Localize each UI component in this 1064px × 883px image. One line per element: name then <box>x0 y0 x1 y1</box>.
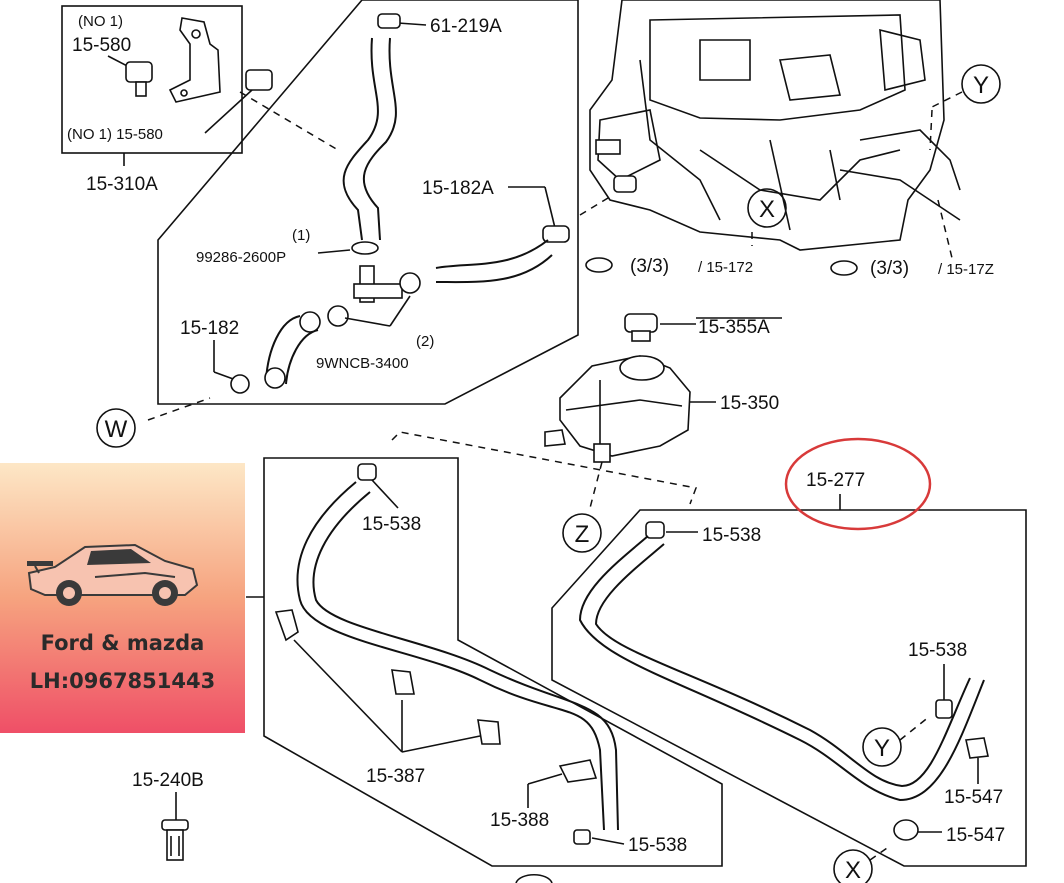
hose-assembly-box <box>157 0 579 405</box>
label-15-17Z: / 15-17Z <box>938 261 994 278</box>
reservoir-tank <box>544 355 691 463</box>
svg-text:Y: Y <box>874 735 890 762</box>
svg-text:W: W <box>105 416 128 443</box>
sports-car-logo <box>27 543 199 606</box>
label-15-547-a: 15-547 <box>944 787 1003 808</box>
upper-hose <box>342 37 379 241</box>
side-hose <box>435 239 549 269</box>
label-1: (1) <box>292 227 310 244</box>
sensor-part-left <box>125 61 153 97</box>
promo-banner: Ford & mazda LH:0967851443 <box>0 463 245 733</box>
svg-text:Z: Z <box>575 521 590 548</box>
label-15-240B: 15-240B <box>132 770 204 791</box>
label-no1-top: (NO 1) <box>78 13 123 30</box>
label-15-547-b: 15-547 <box>946 825 1005 846</box>
label-15-310A: 15-310A <box>86 174 158 195</box>
svg-text:X: X <box>845 857 861 883</box>
label-15-388: 15-388 <box>490 810 549 831</box>
callout-X-top <box>747 188 787 228</box>
inset-box-15-310A <box>61 5 243 154</box>
callout-Y-bottom <box>862 727 902 767</box>
label-ref-3-3-b: (3/3) <box>870 258 909 279</box>
label-no1-bottom: (NO 1) 15-580 <box>67 126 163 143</box>
label-15-538-a: 15-538 <box>362 514 421 535</box>
highlight-circle-15-277 <box>784 437 932 531</box>
bracket-part <box>168 17 221 103</box>
promo-phone-text: LH:0967851443 <box>29 669 216 693</box>
clip-15-240B <box>161 819 189 861</box>
long-hose-b <box>578 535 985 802</box>
callout-Z <box>562 513 602 553</box>
label-15-580-top: 15-580 <box>72 35 131 56</box>
callout-Y-top <box>961 64 1001 104</box>
engine-sketch <box>589 0 961 251</box>
label-15-277: 15-277 <box>806 470 865 491</box>
label-2: (2) <box>416 333 434 350</box>
label-61-219A: 61-219A <box>430 16 502 37</box>
label-15-538-d: 15-538 <box>628 835 687 856</box>
label-15-538-b: 15-538 <box>702 525 761 546</box>
label-15-387: 15-387 <box>366 766 425 787</box>
label-15-538-c: 15-538 <box>908 640 967 661</box>
label-15-355A: 15-355A <box>698 317 770 338</box>
reservoir-cap <box>624 313 658 342</box>
sensor-part-right <box>245 69 273 91</box>
svg-text:X: X <box>759 196 775 223</box>
ref-icon-a <box>585 257 613 273</box>
label-99286: 99286-2600P <box>196 249 286 266</box>
ref-icon-b <box>830 260 858 276</box>
label-15-182: 15-182 <box>180 318 239 339</box>
callout-X-bottom <box>833 849 873 883</box>
label-15-350: 15-350 <box>720 393 779 414</box>
label-15-172: / 15-172 <box>698 259 753 276</box>
callout-W <box>96 408 136 448</box>
svg-text:Y: Y <box>973 72 989 99</box>
label-ref-3-3-a: (3/3) <box>630 256 669 277</box>
right-hose-box <box>551 509 1027 867</box>
long-hose-a <box>296 481 605 831</box>
label-15-182A: 15-182A <box>422 178 494 199</box>
promo-brand-text: Ford & mazda <box>40 631 205 655</box>
lower-hose-box <box>263 457 723 867</box>
label-9WNCB: 9WNCB-3400 <box>316 355 409 372</box>
